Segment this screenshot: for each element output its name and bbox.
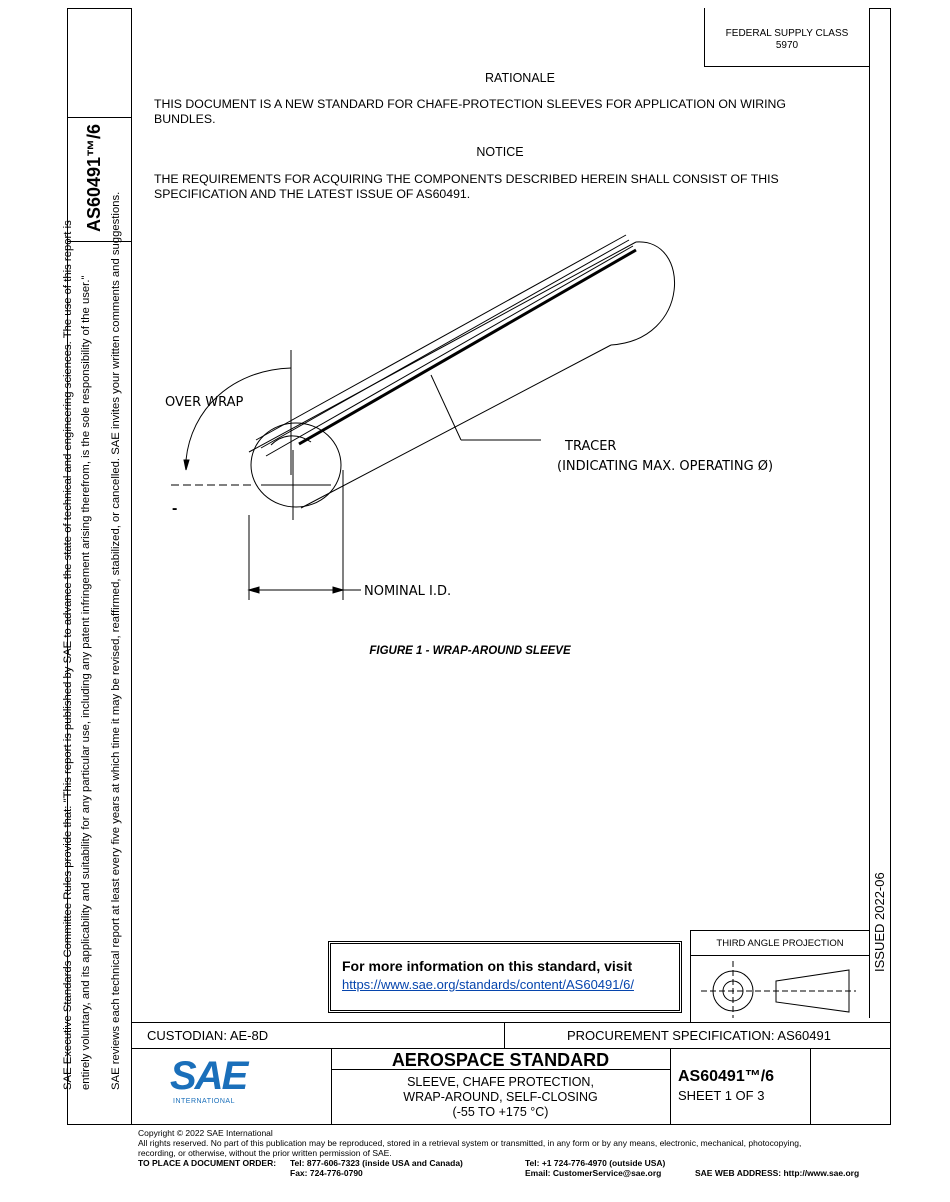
tel-usa: Tel: 877-606-7323 (inside USA and Canada… bbox=[290, 1158, 463, 1168]
doc-number: AS60491™/6 bbox=[678, 1068, 775, 1085]
tracer-note: (INDICATING MAX. OPERATING Ø) bbox=[557, 459, 774, 474]
side-doc-id: AS60491™/6 bbox=[84, 123, 104, 232]
sae-logo-subtext: INTERNATIONAL bbox=[173, 1098, 235, 1105]
tb-title-divider bbox=[670, 1048, 671, 1124]
notice-text: THE REQUIREMENTS FOR ACQUIRING THE COMPO… bbox=[154, 172, 779, 201]
info-box-text: For more information on this standard, v… bbox=[342, 958, 633, 974]
description-line-3: (-55 TO +175 °C) bbox=[452, 1105, 549, 1119]
rationale-heading: RATIONALE bbox=[485, 71, 555, 85]
frame-right bbox=[869, 8, 870, 1018]
frame-bottom bbox=[67, 1124, 891, 1125]
fsc-label: FEDERAL SUPPLY CLASS bbox=[725, 28, 849, 39]
tb-sheet-divider bbox=[810, 1048, 811, 1124]
disclaimer-line-2: entirely voluntary, and its applicabilit… bbox=[80, 275, 92, 1090]
info-box-link[interactable]: https://www.sae.org/standards/content/AS… bbox=[342, 977, 634, 992]
figure-caption: FIGURE 1 - WRAP-AROUND SLEEVE bbox=[369, 645, 571, 657]
sheet-number: SHEET 1 OF 3 bbox=[678, 1088, 765, 1103]
frame-inner-left bbox=[131, 8, 132, 1125]
web-address: SAE WEB ADDRESS: http://www.sae.org bbox=[695, 1168, 860, 1178]
fsc-box-bottom bbox=[704, 66, 870, 67]
projection-box-left bbox=[690, 930, 691, 1022]
figure-dash: - bbox=[172, 500, 178, 517]
tb-title-underline bbox=[331, 1069, 670, 1070]
rights-line-1: All rights reserved. No part of this pub… bbox=[138, 1138, 802, 1148]
copyright: Copyright © 2022 SAE International bbox=[138, 1128, 273, 1138]
wrap-around-sleeve-figure bbox=[171, 234, 676, 600]
rationale-text: THIS DOCUMENT IS A NEW STANDARD FOR CHAF… bbox=[154, 97, 786, 126]
procurement-spec: PROCUREMENT SPECIFICATION: AS60491 bbox=[567, 1028, 831, 1043]
frame-top-right bbox=[869, 8, 891, 9]
tb-custodian-divider bbox=[504, 1022, 505, 1048]
order-label: TO PLACE A DOCUMENT ORDER: bbox=[138, 1158, 277, 1168]
over-wrap-label: OVER WRAP bbox=[165, 395, 244, 410]
sae-logo: SAE INTERNATIONAL bbox=[168, 1054, 278, 1110]
side-box-top bbox=[67, 117, 131, 118]
tel-outside: Tel: +1 724-776-4970 (outside USA) bbox=[525, 1158, 666, 1168]
tracer-line bbox=[298, 248, 637, 446]
info-box: For more information on this standard, v… bbox=[328, 941, 682, 1013]
sleeve-far-end bbox=[610, 241, 676, 346]
tb-logo-divider bbox=[331, 1048, 332, 1124]
projection-box-mid bbox=[690, 955, 870, 956]
sae-logo-mark: SAE bbox=[170, 1054, 248, 1098]
tracer-label: TRACER bbox=[565, 439, 617, 454]
fax: Fax: 724-776-0790 bbox=[290, 1168, 363, 1178]
standard-title: AEROSPACE STANDARD bbox=[391, 1050, 610, 1070]
notice-heading: NOTICE bbox=[476, 145, 524, 159]
tb-row1-bottom bbox=[131, 1048, 891, 1049]
sleeve-end-ellipse bbox=[250, 422, 342, 508]
frame-top bbox=[67, 8, 131, 9]
frame-left bbox=[67, 8, 68, 1125]
disclaimer-line-3: SAE reviews each technical report at lea… bbox=[110, 191, 122, 1090]
disclaimer-line-1: SAE Executive Standards Committee Rules … bbox=[62, 220, 74, 1090]
projection-box-top bbox=[690, 930, 870, 931]
frame-right-outer bbox=[890, 8, 891, 1125]
description-line-1: SLEEVE, CHAFE PROTECTION, bbox=[407, 1075, 594, 1089]
projection-symbol-icon bbox=[701, 961, 856, 1018]
nominal-id-label: NOMINAL I.D. bbox=[364, 584, 452, 599]
projection-label: THIRD ANGLE PROJECTION bbox=[716, 938, 844, 949]
fsc-box-left bbox=[704, 8, 705, 67]
description-line-2: WRAP-AROUND, SELF-CLOSING bbox=[403, 1090, 598, 1104]
custodian: CUSTODIAN: AE-8D bbox=[147, 1028, 269, 1043]
email: Email: CustomerService@sae.org bbox=[525, 1168, 662, 1178]
rights-line-2: recording, or otherwise, without the pri… bbox=[138, 1148, 392, 1158]
issued-date: ISSUED 2022-06 bbox=[872, 872, 887, 972]
fsc-value: 5970 bbox=[775, 40, 799, 51]
tb-top bbox=[131, 1022, 891, 1023]
side-box-bottom bbox=[67, 241, 131, 242]
